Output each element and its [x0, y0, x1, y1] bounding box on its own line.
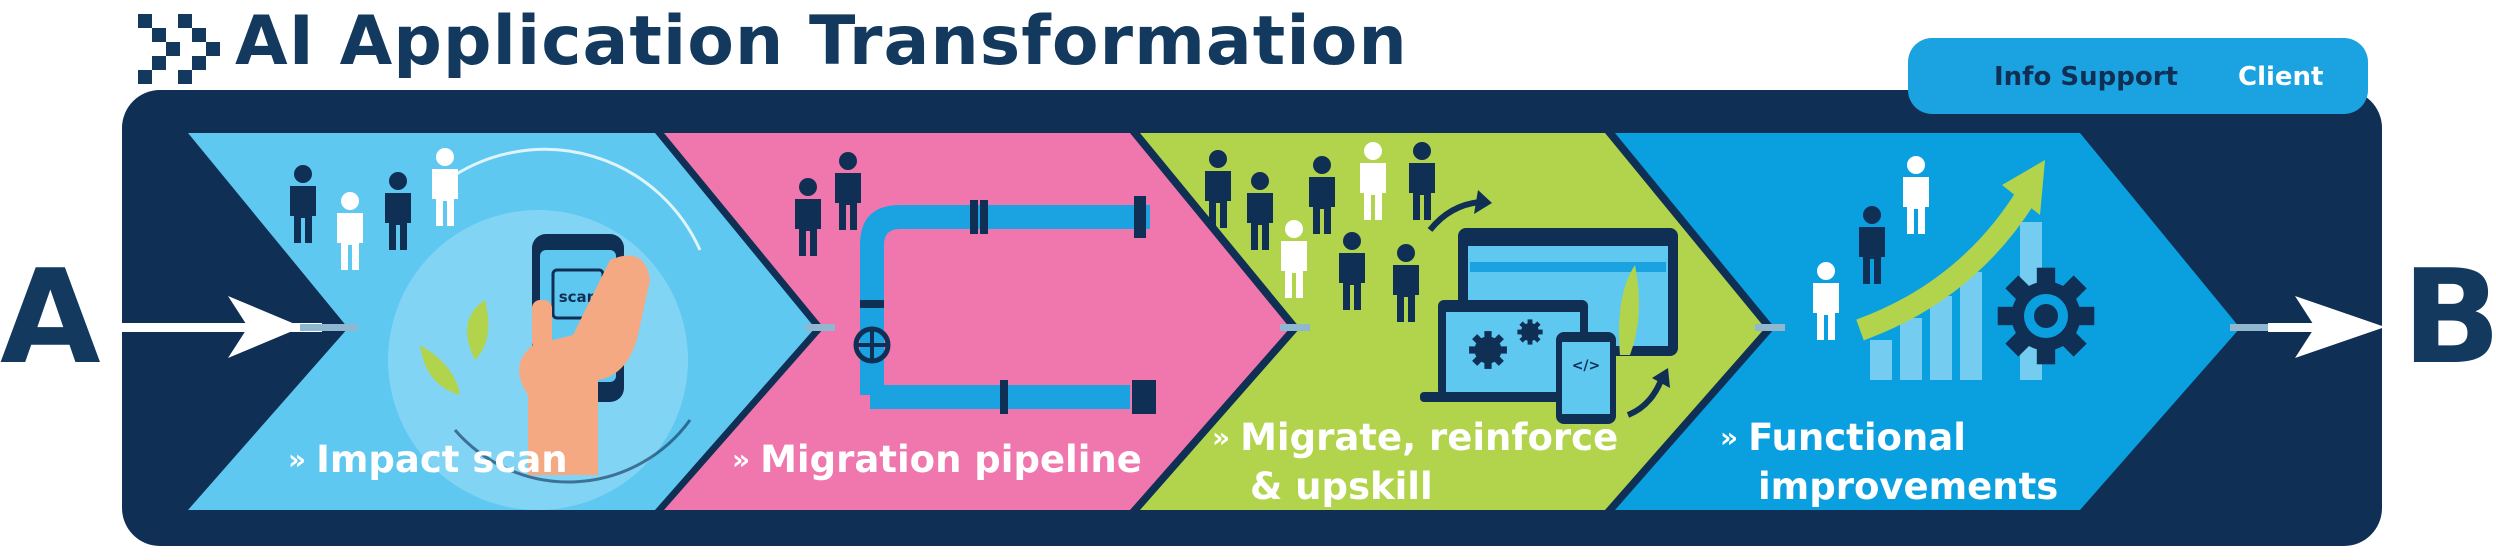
chevron-icon: »: [1212, 421, 1231, 454]
stage-4-text-line1: Functional: [1748, 416, 1966, 459]
end-point-label: B: [2402, 241, 2496, 393]
start-point-label: A: [0, 241, 101, 393]
svg-text:</>: </>: [1572, 358, 1601, 374]
stage-1-label: » Impact scan: [288, 436, 568, 485]
pipe-icon: [853, 196, 1156, 414]
legend-client-label: Client: [2238, 62, 2324, 92]
stage-4-shape: [1615, 133, 2240, 510]
legend: Info Support Client: [1908, 38, 2368, 114]
stage-3-text-line1: Migrate, reinforce: [1240, 416, 1619, 459]
growth-chart-icon: [1856, 160, 2095, 380]
phone-scan-label: scan: [559, 288, 598, 306]
devices-icon: </>: [1420, 190, 1678, 424]
chevron-icon: »: [288, 443, 307, 476]
legend-info-support-label: Info Support: [1994, 62, 2178, 92]
stage-3-label: » Migrate, reinforce & upskill: [1212, 414, 1618, 512]
phone-scan-icon: scan: [388, 147, 702, 510]
chevron-icon: »: [1720, 421, 1739, 454]
flow-line: [122, 296, 2385, 358]
logo-chevrons-icon: [138, 14, 220, 84]
arrow-icon: [2295, 296, 2385, 358]
arrow-icon: [228, 296, 302, 358]
stage-2-text: Migration pipeline: [760, 438, 1142, 481]
chevron-icon: »: [732, 443, 751, 476]
page-title: AI Application Transformation: [235, 2, 1408, 81]
stage-2-label: » Migration pipeline: [732, 436, 1142, 485]
stage-4-label: » Functional improvements: [1720, 414, 2058, 512]
stage-4-text-line2: improvements: [1758, 464, 2059, 508]
stage-3-text-line2: & upskill: [1250, 464, 1433, 508]
stage-1-text: Impact scan: [316, 438, 568, 481]
